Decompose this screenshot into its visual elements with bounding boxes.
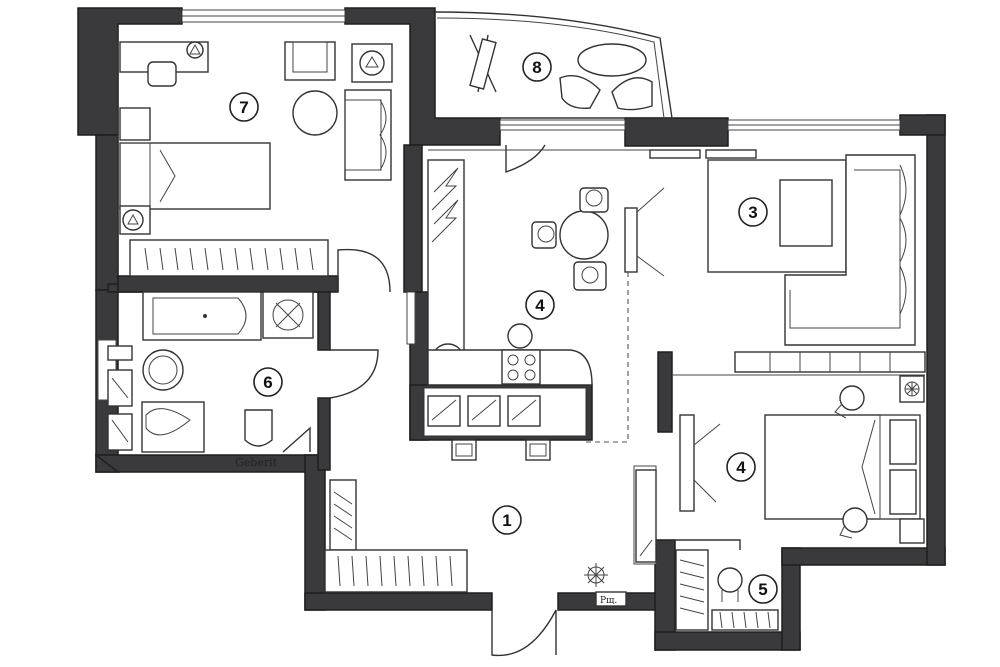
kitchen-4	[427, 144, 665, 461]
wardrobe-icon	[129, 239, 329, 277]
room-number-6: 6	[253, 367, 283, 397]
room-number-5: 5	[748, 574, 778, 604]
base-cabinet-icon	[427, 395, 541, 427]
corner-sofa-icon	[784, 154, 916, 346]
room-number-8: 8	[522, 52, 552, 82]
svg-text:5: 5	[758, 580, 767, 599]
tv-icon	[679, 414, 695, 512]
bedroom-7	[117, 28, 393, 293]
entry-door	[491, 609, 557, 657]
svg-text:8: 8	[532, 58, 541, 77]
living-3	[649, 149, 926, 373]
svg-text:3: 3	[748, 203, 757, 222]
balcony-chair-icon	[559, 75, 601, 109]
room-number-3: 3	[738, 197, 768, 227]
panel-label-box	[595, 591, 627, 607]
person-icon	[839, 507, 868, 539]
bar-stool-icon	[451, 439, 477, 461]
room-numbers: 7 8 3 4 6 4 1 5	[229, 52, 778, 604]
svg-text:1: 1	[502, 511, 511, 530]
bathtub-icon	[142, 291, 262, 341]
room-number-4-kitchen: 4	[525, 290, 555, 320]
svg-text:7: 7	[239, 98, 248, 117]
chair-icon	[573, 261, 607, 291]
bedroom-4	[672, 374, 925, 550]
dressing-5	[675, 549, 779, 631]
room-number-4-bedroom: 4	[726, 452, 756, 482]
person-icon	[834, 385, 865, 419]
sofa-icon	[344, 89, 392, 181]
hall-1: Рщ.	[324, 469, 657, 657]
bathroom-6: Geberit	[107, 291, 379, 469]
coffee-table-icon	[779, 179, 833, 247]
svg-text:4: 4	[535, 296, 545, 315]
lamp-icon	[359, 50, 385, 76]
tv-icon	[624, 207, 638, 273]
round-table-icon	[292, 90, 338, 136]
balcony-chair-icon	[611, 77, 653, 111]
stove-icon	[501, 349, 541, 385]
chair-icon	[579, 187, 609, 213]
panel-label: Рщ.	[600, 596, 617, 606]
bar-stool-icon	[525, 439, 551, 461]
dining-table-icon	[559, 210, 609, 260]
brand-label: Geberit	[235, 456, 278, 469]
lounge-chair-icon	[469, 34, 497, 93]
svg-text:4: 4	[736, 458, 746, 477]
room-number-1: 1	[492, 505, 522, 535]
balcony-table-icon	[577, 43, 647, 77]
ceiling-light-icon	[584, 563, 608, 587]
room-number-7: 7	[229, 92, 259, 122]
person-icon	[717, 567, 743, 602]
toilet-icon	[141, 401, 205, 453]
lamp-icon	[122, 209, 144, 231]
chair-icon	[147, 61, 177, 87]
plant-icon	[899, 375, 925, 403]
svg-text:6: 6	[263, 373, 272, 392]
bed-icon	[119, 142, 271, 210]
balcony	[434, 11, 673, 119]
bidet-icon	[244, 409, 273, 447]
